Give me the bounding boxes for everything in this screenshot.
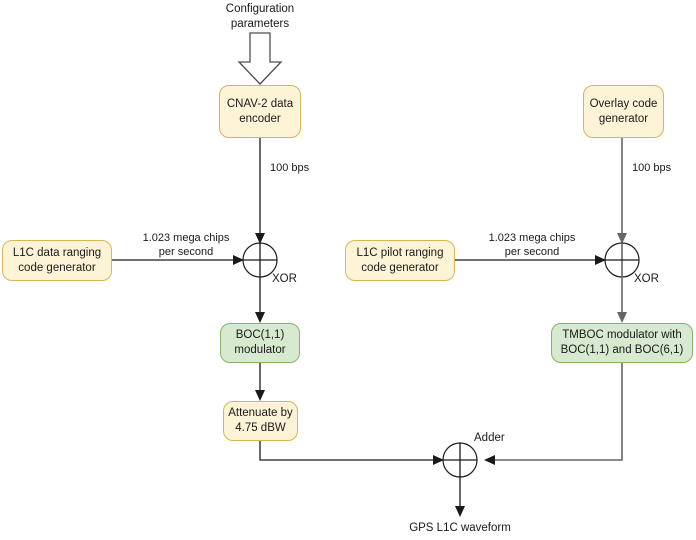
node-l1c-pilot-ranging-code-generator[interactable]: L1C pilot ranging code generator — [345, 240, 455, 281]
arrowhead-encoder-to-xor-left — [255, 233, 265, 244]
block-arrow-config-to-encoder — [237, 32, 283, 85]
node-l1c-data-ranging-code-generator[interactable]: L1C data ranging code generator — [2, 240, 112, 281]
label-adder: Adder — [474, 432, 505, 444]
label-xor-left: XOR — [272, 273, 297, 285]
label-chip-rate-left: 1.023 mega chips per second — [142, 232, 230, 258]
node-attenuate[interactable]: Attenuate by 4.75 dBW — [223, 401, 298, 441]
arrowhead-overlay-to-xor-right — [617, 233, 627, 244]
arrowhead-adder-to-output — [455, 506, 465, 517]
label-gps-l1c-waveform: GPS L1C waveform — [409, 522, 511, 534]
arrowhead-attenuate-to-adder — [433, 455, 444, 465]
label-configuration-parameters: Configuration parameters — [225, 3, 295, 30]
wire-tmboc-to-adder — [492, 362, 623, 461]
node-tmboc-modulator[interactable]: TMBOC modulator with BOC(1,1) and BOC(6,… — [551, 323, 693, 363]
label-data-rate-left: 100 bps — [270, 162, 310, 174]
arrowhead-xor-left-to-boc — [255, 312, 265, 323]
node-boc11-modulator[interactable]: BOC(1,1) modulator — [220, 323, 300, 363]
arrowhead-tmboc-to-adder — [484, 455, 495, 465]
wire-attenuate-to-adder — [259, 440, 436, 461]
label-chip-rate-right: 1.023 mega chips per second — [488, 232, 576, 258]
node-cnav2-data-encoder[interactable]: CNAV-2 data encoder — [219, 85, 301, 138]
adder-circle — [442, 442, 478, 478]
arrowhead-boc-to-attenuate — [255, 390, 265, 401]
arrowhead-xor-right-to-tmboc — [617, 312, 627, 323]
node-overlay-code-generator[interactable]: Overlay code generator — [583, 85, 664, 138]
arrowhead-pilot-ranging-to-xor-right — [595, 255, 606, 265]
label-xor-right: XOR — [634, 273, 659, 285]
label-data-rate-right: 100 bps — [632, 162, 672, 174]
